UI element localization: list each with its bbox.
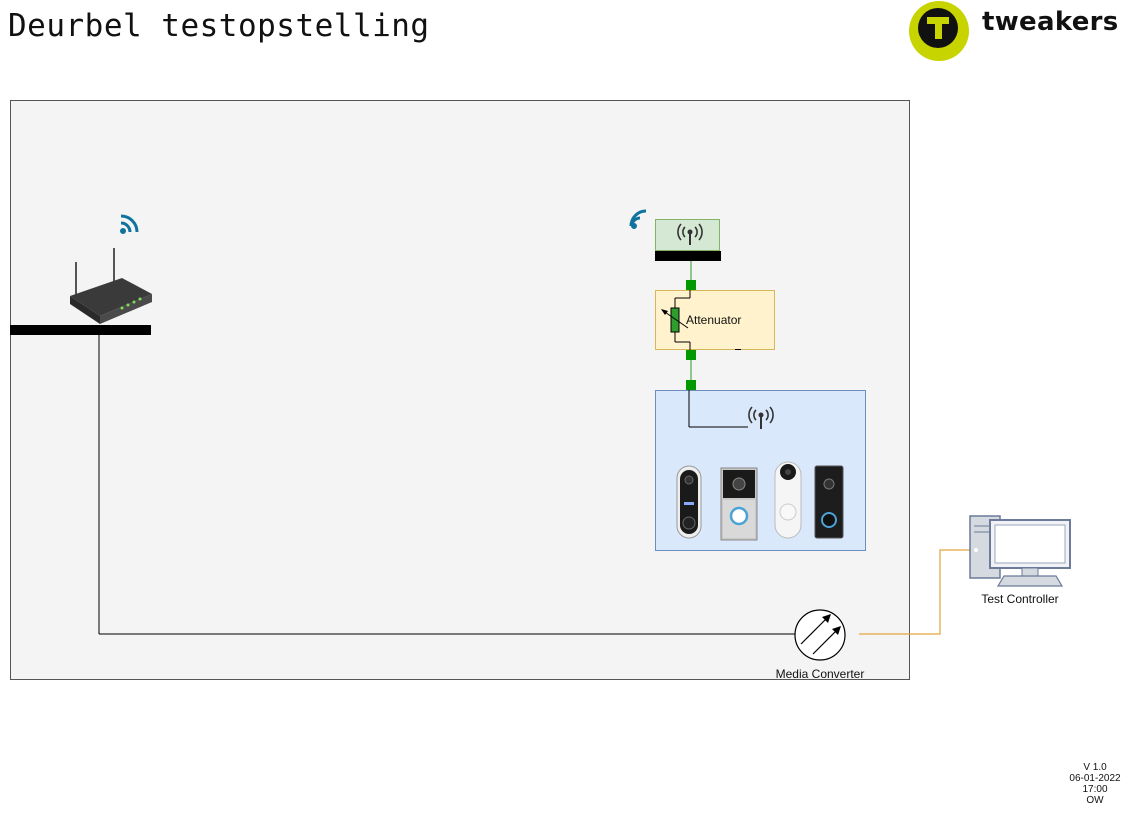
doorbell-4-icon [814, 465, 844, 539]
page-title: Deurbel testopstelling [8, 8, 430, 44]
version-block: V 1.0 06-01-2022 17:00 OW [1060, 762, 1130, 806]
doorbell-2-icon [720, 467, 758, 541]
network-cables [98, 330, 970, 635]
rf-connector [686, 280, 696, 290]
doorbell-1-icon [676, 465, 702, 539]
doorbell-3-icon [774, 461, 802, 539]
router-wifi-icon [120, 214, 139, 234]
tweakers-logo: tweakers [908, 0, 1130, 62]
media-converter-label: Media Converter [775, 667, 865, 681]
doorbells-group [676, 461, 844, 541]
author-text: OW [1086, 795, 1104, 806]
doorbell-antenna-icon [748, 406, 774, 429]
attenuator-label: Attenuator [686, 313, 742, 327]
test-controller-label: Test Controller [981, 592, 1059, 606]
date-text: 06-01-2022 [1069, 773, 1121, 784]
attenuator-tick [735, 349, 741, 350]
antenna-box [655, 219, 720, 251]
logo-text: tweakers [982, 7, 1119, 37]
media-converter-icon[interactable] [793, 608, 847, 662]
rf-connector [686, 350, 696, 360]
antenna-icon [677, 223, 703, 245]
attenuator-resistor-icon [661, 286, 691, 354]
router-rack-shelf [10, 325, 151, 335]
rf-connections [686, 261, 748, 428]
antenna-wifi-icon [629, 209, 647, 229]
version-text: V 1.0 [1083, 762, 1107, 773]
time-text: 17:00 [1082, 784, 1108, 795]
rf-connector [686, 380, 696, 390]
router-icon [70, 248, 152, 324]
tweakers-logo-mark [909, 1, 969, 61]
computer-icon[interactable] [966, 512, 1076, 588]
antenna-rack-shelf [655, 251, 721, 261]
